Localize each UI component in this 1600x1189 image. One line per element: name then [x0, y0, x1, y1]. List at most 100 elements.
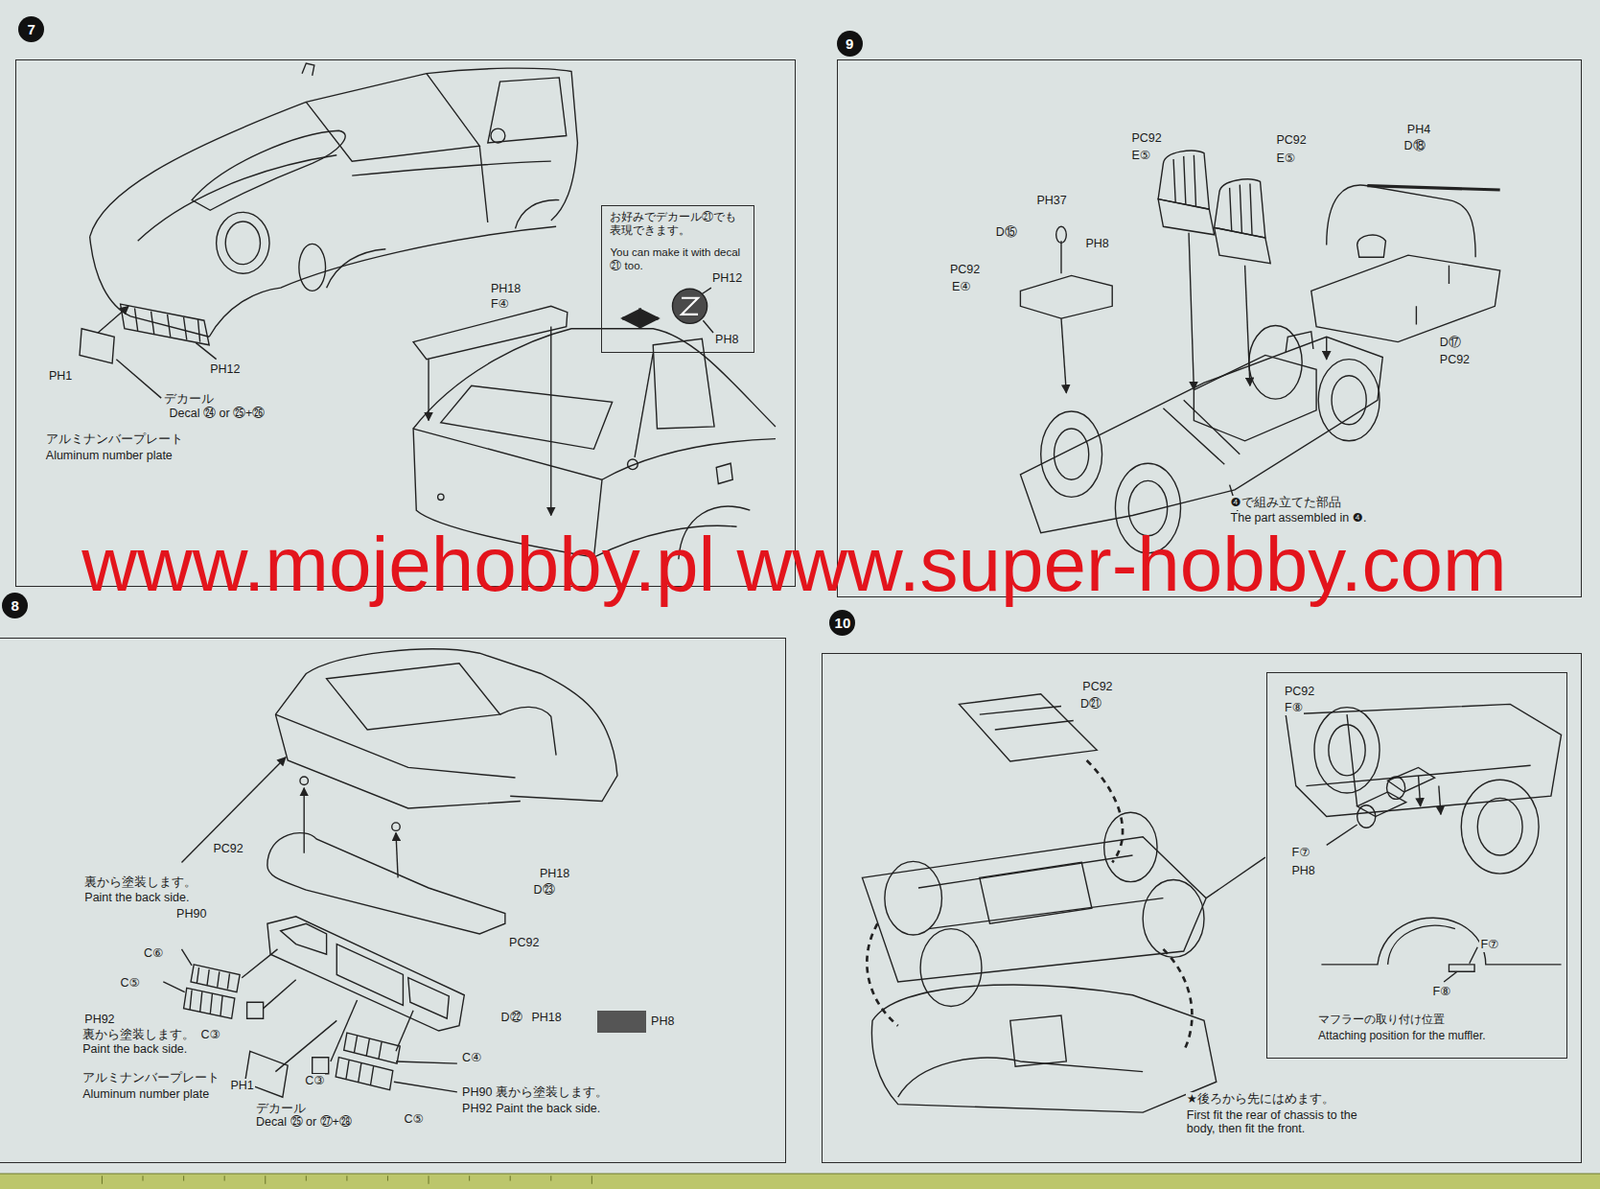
- car-front-view-stroke: [120, 303, 210, 346]
- callout-label: PH90: [175, 906, 208, 921]
- chassis-interior-stroke: [1311, 255, 1501, 342]
- tail-panel-assembly-stroke: [300, 776, 309, 786]
- car-rear-view-stroke: [602, 439, 776, 481]
- callout-label: PC92: [211, 841, 244, 856]
- muffler-inset-drawing-stroke: [1387, 776, 1406, 799]
- car-front-view-stroke: [79, 328, 115, 364]
- step-panel: 10マフラーの取り付け位置Attaching position for the …: [821, 652, 1582, 1163]
- tail-panel-assembly-stroke: [275, 714, 520, 809]
- inset-caption: Attaching position for the muffler.: [1318, 1028, 1554, 1043]
- callout-label: C③: [200, 1027, 222, 1042]
- callout-label: 裏から塗装します。: [83, 875, 198, 889]
- chassis-interior-stroke: [1061, 318, 1067, 394]
- chassis-interior-stroke: [1415, 265, 1449, 325]
- chassis-underside-stroke: [959, 694, 1098, 762]
- car-front-view-stroke: [216, 211, 270, 274]
- car-front-view-stroke: [90, 68, 579, 237]
- callout-label: ★後ろから先にはめます。: [1185, 1091, 1336, 1106]
- ruler-strip: [0, 1173, 1600, 1189]
- muffler-inset-drawing-stroke: [1469, 947, 1479, 964]
- callout-label: E④: [950, 279, 973, 294]
- callout-label: E⑤: [1130, 148, 1152, 163]
- callout-label: C④: [461, 1050, 483, 1065]
- muffler-inset-drawing-stroke: [1388, 766, 1436, 792]
- callout-label: デカール: [255, 1101, 307, 1115]
- callout-label: PH1: [230, 1078, 256, 1092]
- chassis-underside-stroke: [1142, 879, 1205, 957]
- callout-label: PH12: [208, 362, 241, 376]
- chassis-underside-stroke: [898, 1057, 1143, 1097]
- muffler-inset-drawing: [1285, 703, 1561, 982]
- callout-label: Aluminum number plate: [81, 1087, 210, 1101]
- tail-panel-assembly-stroke: [275, 714, 515, 778]
- tail-panel-assembly-stroke: [303, 788, 305, 854]
- callout-label: PC92: [949, 262, 981, 277]
- callout-label: F④: [489, 297, 511, 311]
- muffler-inset-drawing-stroke: [1460, 779, 1539, 874]
- callout-label: PH12: [711, 271, 743, 285]
- car-rear-view-stroke: [550, 326, 552, 516]
- callout-label: D㉓: [533, 882, 557, 897]
- tail-panel-assembly-stroke: [162, 949, 192, 993]
- callout-label: D㉑: [1079, 696, 1103, 711]
- chassis-underside: [861, 694, 1265, 1113]
- step-number: 9: [836, 30, 863, 57]
- callout-label: PH92: [83, 1012, 116, 1026]
- callout-label: D⑮: [995, 225, 1019, 239]
- car-front-view-stroke: [191, 130, 346, 210]
- muffler-inset-drawing-stroke: [1321, 917, 1561, 965]
- muffler-inset-drawing-stroke: [1388, 925, 1456, 965]
- tail-panel-assembly-stroke: [408, 977, 450, 1020]
- emblem-callout-stroke: [672, 288, 707, 324]
- tail-panel-assembly-stroke: [336, 944, 403, 1006]
- car-front-view-stroke: [208, 226, 557, 337]
- chassis-interior-stroke: [1162, 399, 1240, 464]
- chassis-interior: [1020, 150, 1500, 554]
- callout-label: D⑰: [1438, 335, 1462, 349]
- chassis-interior-stroke: [1173, 155, 1196, 207]
- chassis-interior-stroke: [1245, 265, 1251, 387]
- car-front-view-stroke: [138, 155, 338, 241]
- callout-label: アルミナンバープレート: [81, 1070, 221, 1085]
- callout-label: F⑦: [1291, 845, 1312, 859]
- callout-label: PH1: [47, 369, 73, 383]
- callout-label: D㉒: [500, 1010, 524, 1024]
- chassis-underside-stroke: [1205, 857, 1266, 899]
- chassis-interior-stroke: [1367, 185, 1500, 190]
- muffler-inset-drawing-stroke: [1285, 703, 1561, 816]
- chassis-interior-stroke: [1020, 336, 1383, 533]
- callout-label: Decal ㉕ or ㉗+㉘: [255, 1114, 353, 1129]
- callout-label: C③: [303, 1073, 325, 1088]
- car-rear-view-stroke: [440, 385, 613, 449]
- chassis-underside-stroke: [918, 855, 1163, 929]
- muffler-inset-drawing-stroke: [1326, 824, 1358, 845]
- chassis-underside-stroke: [861, 836, 1206, 982]
- callout-label: E⑤: [1275, 151, 1298, 165]
- tail-panel-assembly-stroke: [280, 923, 327, 954]
- chassis-interior-stroke: [1060, 240, 1062, 274]
- tail-panel-assembly-stroke: [312, 1057, 329, 1074]
- tail-panel-assembly-stroke: [275, 649, 618, 802]
- note-text: お好みでデカール㉑でも 表現できます。: [609, 210, 749, 238]
- callout-label: F⑦: [1479, 937, 1500, 951]
- callout-label: C⑥: [142, 946, 164, 960]
- callout-label: PC92: [1130, 131, 1162, 145]
- car-rear-view: [413, 305, 776, 559]
- emblem-callout-stroke: [702, 320, 714, 333]
- step-number: 10: [829, 609, 856, 636]
- car-rear-view-stroke: [427, 359, 429, 421]
- callout-label: PH8: [1291, 863, 1317, 878]
- tail-panel-assembly-stroke: [392, 822, 401, 832]
- chassis-underside-stroke: [979, 861, 1092, 924]
- legend-text: PH8: [650, 1014, 674, 1028]
- chassis-underside-stroke: [866, 923, 898, 1025]
- chassis-interior-stroke: [1229, 184, 1253, 235]
- step-panel: 9: [836, 59, 1582, 598]
- chassis-underside-stroke: [884, 860, 943, 935]
- car-front-view-stroke: [351, 161, 552, 176]
- callout-label: PH8: [1085, 236, 1111, 251]
- muffler-inset-drawing-stroke: [1357, 805, 1376, 828]
- tail-panel-assembly-stroke: [500, 706, 557, 755]
- chassis-underside-stroke: [920, 928, 982, 1007]
- chassis-interior-stroke: [1318, 359, 1380, 441]
